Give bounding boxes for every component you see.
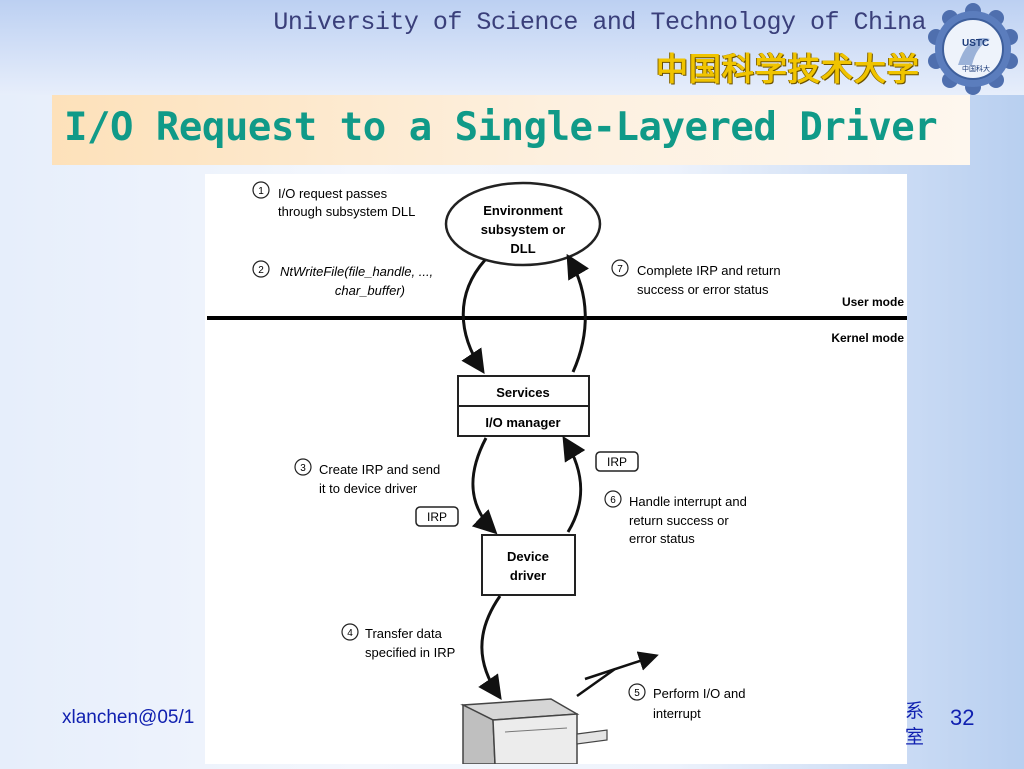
step-4-text-2: specified in IRP [365,645,455,660]
step-1-badge [252,181,270,199]
step-3-number: 3 [300,463,306,474]
arrow-driver-to-device [478,595,502,700]
step-6-badge [604,490,622,508]
step-4-number: 4 [347,628,353,639]
device-driver-label-2: driver [510,568,546,583]
step-2-text-1: NtWriteFile(file_handle, ..., [280,264,433,279]
diagram-panel: Environment subsystem or DLL User mode K… [205,174,907,765]
step-7-badge [611,259,629,277]
step-6-text-3: error status [629,531,695,546]
step-3-badge [294,458,312,476]
step-2-text-2: char_buffer) [335,283,405,298]
user-mode-label: User mode [842,295,904,309]
arrow-services-to-env [566,253,590,373]
slide-title: I/O Request to a Single-Layered Driver [64,105,938,150]
footer-department-line-2: 室 [905,727,925,748]
environment-label-1: Environment [483,203,563,218]
step-1-text-1: I/O request passes [278,186,388,201]
step-6-text-1: Handle interrupt and [629,494,747,509]
footer-department: 系 室 [905,699,939,751]
environment-subsystem-node [444,181,602,267]
interrupt-bolt-icon [576,651,659,698]
step-4-badge [341,623,359,641]
kernel-mode-label: Kernel mode [831,331,904,345]
io-manager-label: I/O manager [485,415,560,430]
step-6-number: 6 [610,495,616,506]
irp-tag-return [595,451,639,472]
step-6-text-2: return success or [629,513,729,528]
step-1-number: 1 [258,186,264,197]
title-bar: I/O Request to a Single-Layered Driver [52,95,970,165]
io-request-diagram: Environment subsystem or DLL User mode K… [207,181,907,765]
device-driver-node [481,534,576,596]
step-3-text-2: it to device driver [319,481,418,496]
footer-author: xlanchen@05/1 [62,707,195,728]
irp-tag-return-label: IRP [607,455,627,469]
irp-tag-send-label: IRP [427,510,447,524]
step-4-text-1: Transfer data [365,626,443,641]
step-5-number: 5 [634,688,640,699]
step-7-number: 7 [617,264,623,275]
device-driver-label-1: Device [507,549,549,564]
header-band [0,0,1024,95]
arrow-iomgr-to-driver [471,437,498,535]
university-name-en: University of Science and Technology of … [273,8,926,37]
step-5-text-1: Perform I/O and [653,686,745,701]
step-2-badge [252,260,270,278]
logo-text: USTC [962,38,989,49]
step-3-text-1: Create IRP and send [319,462,440,477]
step-7-text-2: success or error status [637,282,769,297]
services-label: Services [496,385,550,400]
logo-cn-text: 中国科大 [962,64,990,73]
environment-label-3: DLL [510,241,535,256]
footer-department-line-1: 系 [905,701,925,722]
step-7-text-1: Complete IRP and return [637,263,781,278]
environment-label-2: subsystem or [481,222,566,237]
step-5-text-2: interrupt [653,706,701,721]
printer-device-icon [460,698,608,765]
arrow-driver-to-iomgr [562,435,586,533]
page-number: 32 [950,705,975,730]
step-1-text-2: through subsystem DLL [278,204,415,219]
university-name-cn: 中国科学技术大学 [655,50,920,88]
irp-tag-send [415,506,459,527]
ustc-logo-icon: USTC 中国科大 [928,3,1018,95]
step-5-badge [628,683,646,701]
arrow-env-to-services [461,259,487,374]
step-2-number: 2 [258,265,264,276]
